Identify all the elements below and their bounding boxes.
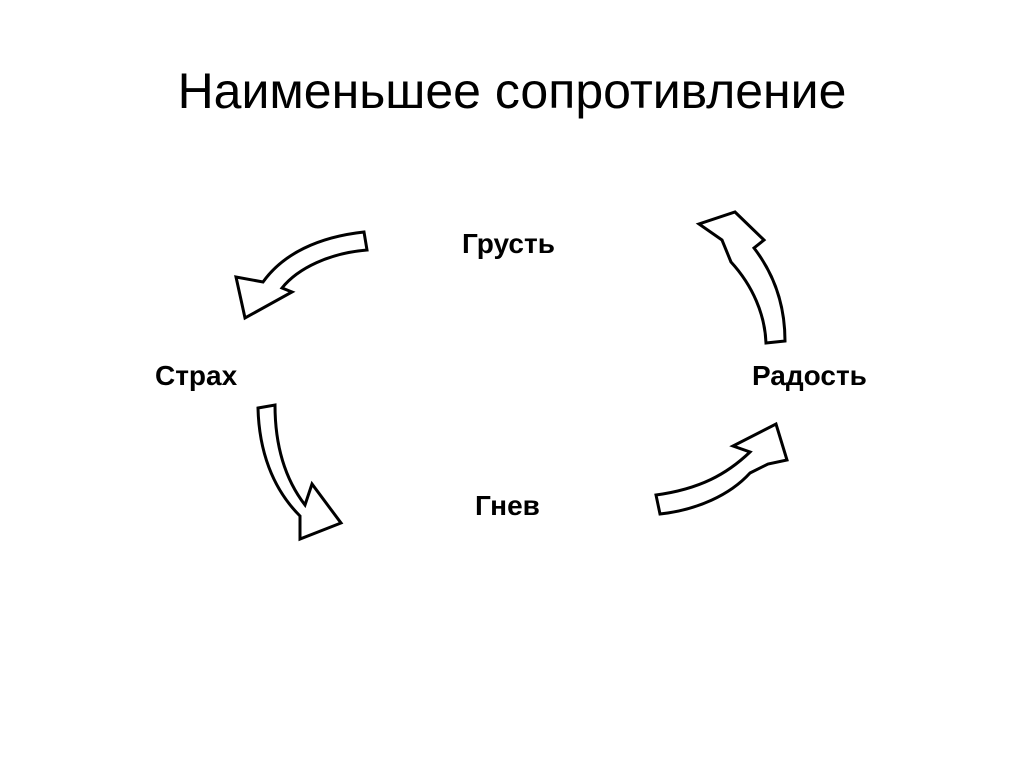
node-joy: Радость — [752, 360, 867, 391]
arrow-sadness-to-fear-icon — [234, 230, 369, 321]
arrow-anger-to-joy-icon — [654, 421, 789, 516]
arrow-joy-to-sadness-icon — [695, 210, 787, 345]
node-anger: Гнев — [475, 490, 540, 521]
slide-title: Наименьшее сопротивление — [177, 63, 847, 119]
node-sadness: Грусть — [462, 228, 555, 259]
node-fear: Страх — [155, 360, 238, 391]
arrow-fear-to-anger-icon — [256, 403, 344, 542]
